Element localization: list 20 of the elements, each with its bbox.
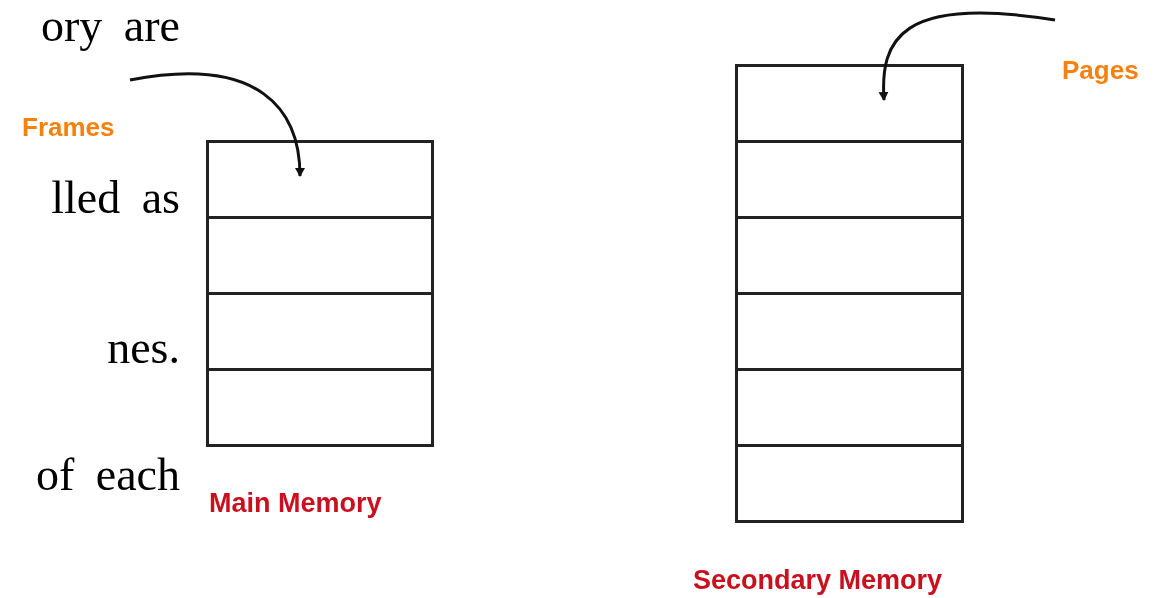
leader-arrow <box>129 72 305 177</box>
memory-slot <box>206 292 434 371</box>
memory-caption: Secondary Memory <box>693 567 943 594</box>
body-text: lled as <box>51 175 180 221</box>
memory-slot <box>735 64 964 143</box>
body-text: ory are <box>41 3 180 49</box>
memory-slot <box>206 368 434 447</box>
memory-slot <box>735 216 964 295</box>
body-text: of each <box>35 452 180 498</box>
memory-slot <box>735 292 964 371</box>
leader-arrow <box>878 11 1056 101</box>
memory-slot <box>735 444 964 523</box>
memory-slot <box>206 140 434 219</box>
frame-label: Frames <box>22 114 115 140</box>
memory-caption: Main Memory <box>209 490 382 517</box>
memory-slot <box>735 140 964 219</box>
memory-slot <box>735 368 964 447</box>
memory-slot <box>206 216 434 295</box>
frame-label: Pages <box>1062 57 1139 83</box>
body-text: nes. <box>107 325 180 371</box>
